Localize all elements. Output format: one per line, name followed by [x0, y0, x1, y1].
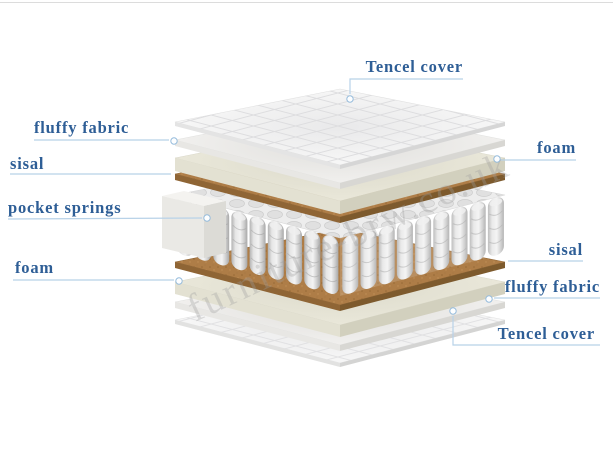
label-sisal-right: sisal [548, 240, 583, 259]
label-tencel-cover-top: Tencel cover [365, 57, 463, 76]
connector-dot [493, 155, 501, 163]
label-fluffy-fabric-left: fluffy fabric [34, 118, 130, 137]
connector-dot [175, 277, 183, 285]
label-foam-left: foam [15, 258, 54, 277]
connector-dot [485, 295, 493, 303]
label-sisal-left: sisal [10, 154, 45, 173]
connector-dots [170, 95, 501, 315]
connector-dot [203, 214, 211, 222]
connector-dot [170, 137, 178, 145]
top-border-line [0, 2, 613, 3]
connector-dot [449, 307, 457, 315]
connector-dot [346, 95, 354, 103]
label-pocket-springs: pocket springs [8, 198, 122, 217]
label-fluffy-fabric-right: fluffy fabric [504, 277, 600, 296]
label-foam-right: foam [537, 138, 576, 157]
label-tencel-cover-bottom: Tencel cover [497, 324, 595, 343]
connector-lines [7, 78, 600, 346]
foam-encasement-rail [162, 191, 226, 258]
